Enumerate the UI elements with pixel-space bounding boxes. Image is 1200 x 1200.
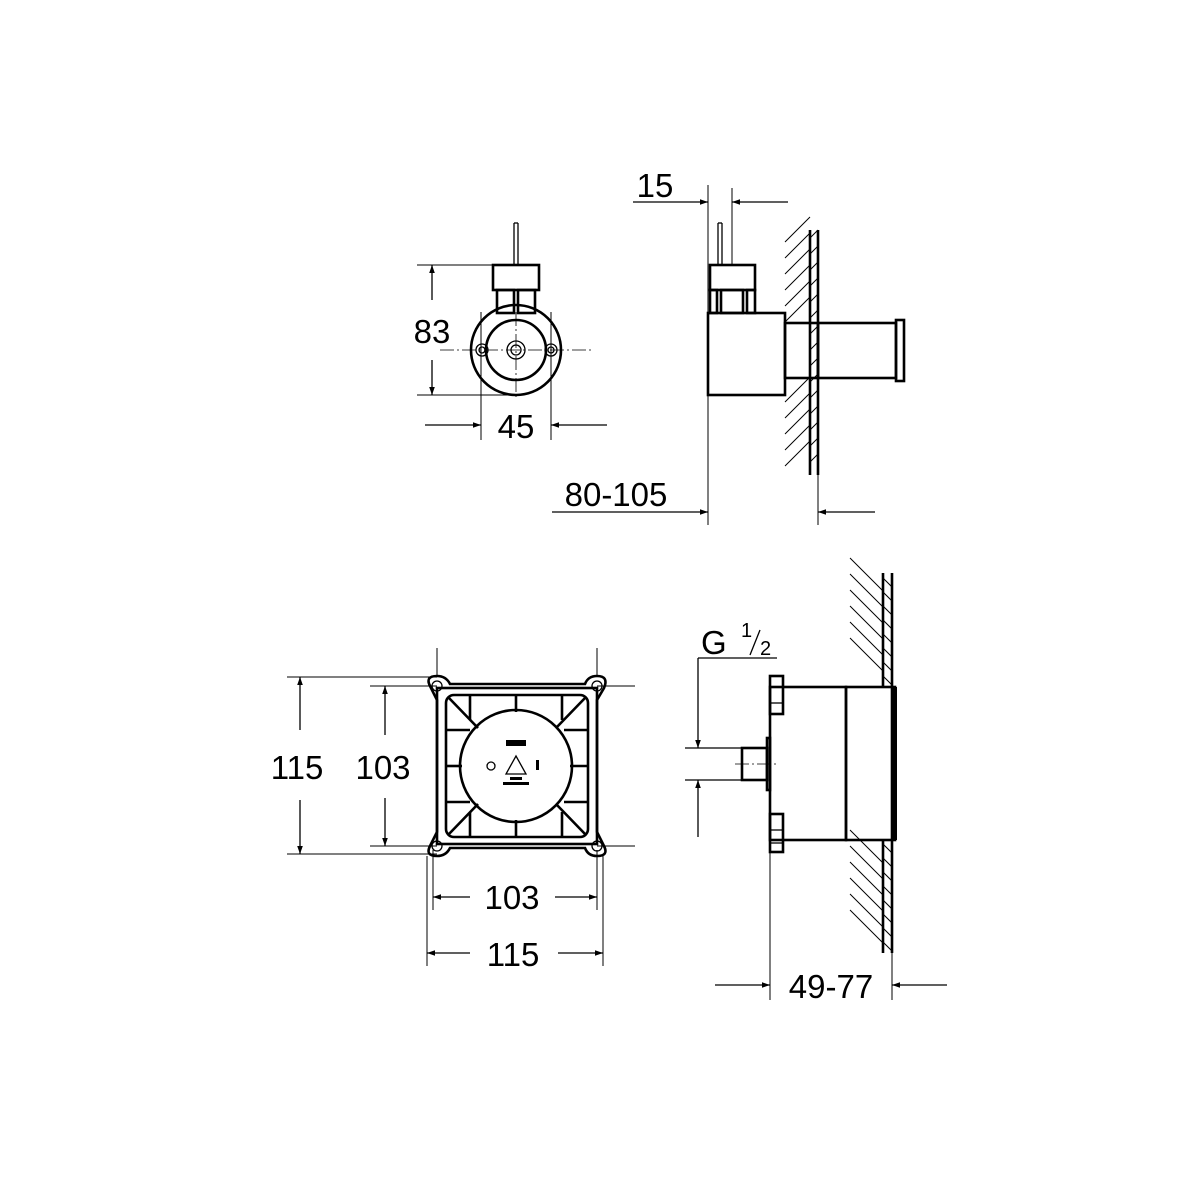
hatch-line xyxy=(882,899,893,910)
hatch-line xyxy=(849,621,884,656)
wall-hatching xyxy=(784,216,819,467)
hatch-line xyxy=(849,909,884,944)
hatch-line xyxy=(882,675,893,686)
hatch-line xyxy=(849,589,884,624)
dimension-g-half-inch: G 1 2 xyxy=(695,620,777,837)
hatch-line xyxy=(849,845,884,880)
side-view-small xyxy=(706,216,906,475)
hatch-line xyxy=(849,557,884,592)
hatch-line xyxy=(882,577,893,588)
hatch-line xyxy=(809,261,819,271)
dimension-103-vertical: 103 xyxy=(355,648,635,847)
hatch-line xyxy=(809,341,819,351)
hatch-line xyxy=(809,229,819,239)
dimension-83: 83 xyxy=(414,264,516,396)
hatch-line xyxy=(784,440,811,467)
hatch-line xyxy=(849,877,884,912)
dim-label-115-horizontal: 115 xyxy=(487,936,540,973)
dimension-45: 45 xyxy=(425,312,607,445)
hatch-line xyxy=(784,296,811,323)
hatch-line xyxy=(882,661,893,672)
dimension-115-horizontal: 115 xyxy=(426,856,604,973)
dimension-49-77: 49-77 xyxy=(715,845,947,1005)
hatch-line xyxy=(849,829,884,864)
dim-label-80-105: 80-105 xyxy=(565,476,668,513)
wall-hatching xyxy=(849,557,893,952)
hatch-line xyxy=(809,277,819,287)
hatch-line xyxy=(882,913,893,924)
hatch-line xyxy=(882,843,893,854)
hatch-line xyxy=(849,605,884,640)
brand-logo xyxy=(506,740,526,746)
hatch-line xyxy=(882,619,893,630)
dimension-115-vertical: 115 xyxy=(271,676,437,855)
dim-label-15: 15 xyxy=(637,167,674,204)
hatch-line xyxy=(784,216,811,243)
hatch-line xyxy=(882,941,893,952)
hatch-line xyxy=(784,392,811,419)
hatch-line xyxy=(809,245,819,255)
hatch-line xyxy=(784,264,811,291)
dim-label-115-vertical: 115 xyxy=(271,749,324,786)
hatch-line xyxy=(784,280,811,307)
hatch-line xyxy=(882,857,893,868)
dim-label-83: 83 xyxy=(414,313,451,350)
hatch-line xyxy=(882,633,893,644)
dimension-80-105: 80-105 xyxy=(552,475,875,525)
hatch-line xyxy=(809,293,819,303)
thread-label-denominator: 2 xyxy=(760,638,771,660)
hatch-line xyxy=(809,309,819,319)
hatch-line xyxy=(882,871,893,882)
hatch-line xyxy=(809,325,819,335)
hatch-line xyxy=(882,591,893,602)
hatch-line xyxy=(882,605,893,616)
dimension-15: 15 xyxy=(633,167,788,525)
hatch-line xyxy=(555,803,586,835)
dimension-103-horizontal: 103 xyxy=(432,850,598,916)
side-view-box xyxy=(685,557,897,953)
hatch-line xyxy=(784,248,811,275)
dim-label-103-vertical: 103 xyxy=(355,749,410,786)
frame-ribs xyxy=(446,695,588,837)
hatch-line xyxy=(849,893,884,928)
hatch-line xyxy=(784,232,811,259)
front-view-box xyxy=(427,674,607,858)
thread-label-g: G xyxy=(701,624,727,661)
front-view-small xyxy=(440,222,592,400)
thread-label-numerator: 1 xyxy=(741,620,752,642)
dim-label-49-77: 49-77 xyxy=(789,968,873,1005)
hatch-line xyxy=(809,357,819,367)
dim-label-45: 45 xyxy=(498,408,535,445)
hatch-line xyxy=(809,421,819,431)
hatch-line xyxy=(809,453,819,463)
hatch-line xyxy=(882,885,893,896)
hatch-line xyxy=(448,697,479,729)
hatch-line xyxy=(809,405,819,415)
hatch-line xyxy=(784,408,811,435)
hatch-line xyxy=(849,573,884,608)
hatch-line xyxy=(784,376,811,403)
hatch-line xyxy=(784,424,811,451)
hatch-line xyxy=(849,637,884,672)
hatch-line xyxy=(882,647,893,658)
dim-label-103-horizontal: 103 xyxy=(484,879,539,916)
hatch-line xyxy=(882,927,893,938)
hatch-line xyxy=(849,861,884,896)
hatch-line xyxy=(809,437,819,447)
hatch-line xyxy=(448,803,479,835)
hatch-line xyxy=(809,389,819,399)
hatch-line xyxy=(555,697,586,729)
